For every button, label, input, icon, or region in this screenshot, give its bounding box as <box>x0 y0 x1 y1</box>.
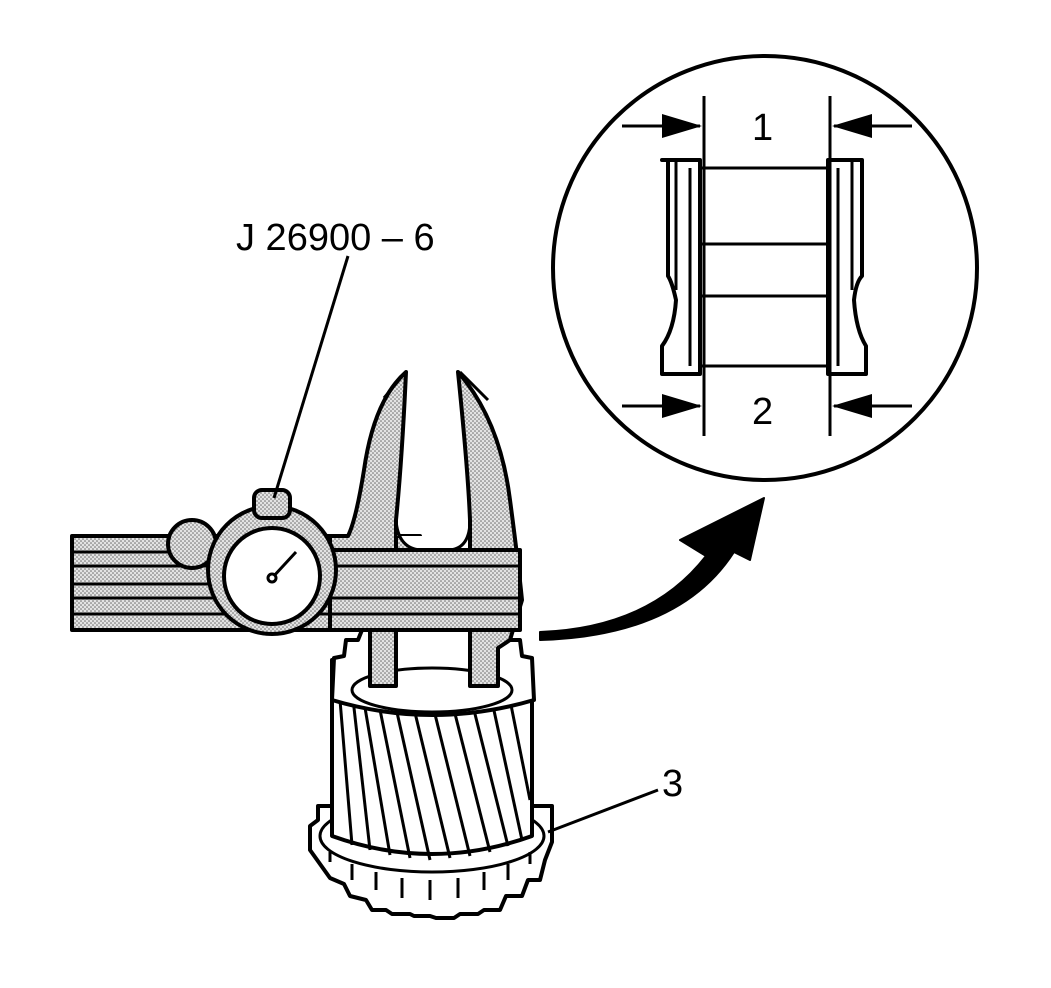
tool-label: J 26900 – 6 <box>236 217 435 259</box>
bore-inner <box>700 166 828 368</box>
tool-leader-line <box>272 255 350 499</box>
caliper-dial-knob <box>252 488 292 520</box>
dimension-arrowheads <box>662 114 872 418</box>
arrow-right-icon <box>662 394 702 418</box>
dimension-label-2: 2 <box>752 391 773 433</box>
dimension-label-1: 1 <box>752 107 773 149</box>
bore-section-left <box>660 158 702 376</box>
curved-arrow-icon <box>539 497 765 641</box>
arrow-left-icon <box>832 114 872 138</box>
caliper-illustration <box>70 370 524 688</box>
caliper-dial-needle <box>270 550 298 580</box>
arrow-left-icon <box>832 394 872 418</box>
gear-bottom-teeth-front <box>328 852 532 900</box>
gear-helical-grooves <box>338 689 532 861</box>
gear-label: 3 <box>662 763 683 805</box>
gear-leader-line <box>547 788 659 834</box>
detail-circle <box>551 54 979 482</box>
arrow-right-icon <box>662 114 702 138</box>
caliper-slide-body <box>328 548 522 632</box>
bore-section-right <box>826 158 868 376</box>
dim-extension-lines <box>702 96 832 436</box>
gear-illustration <box>308 624 554 920</box>
detail-inset <box>551 54 979 482</box>
bore-step <box>700 242 828 298</box>
